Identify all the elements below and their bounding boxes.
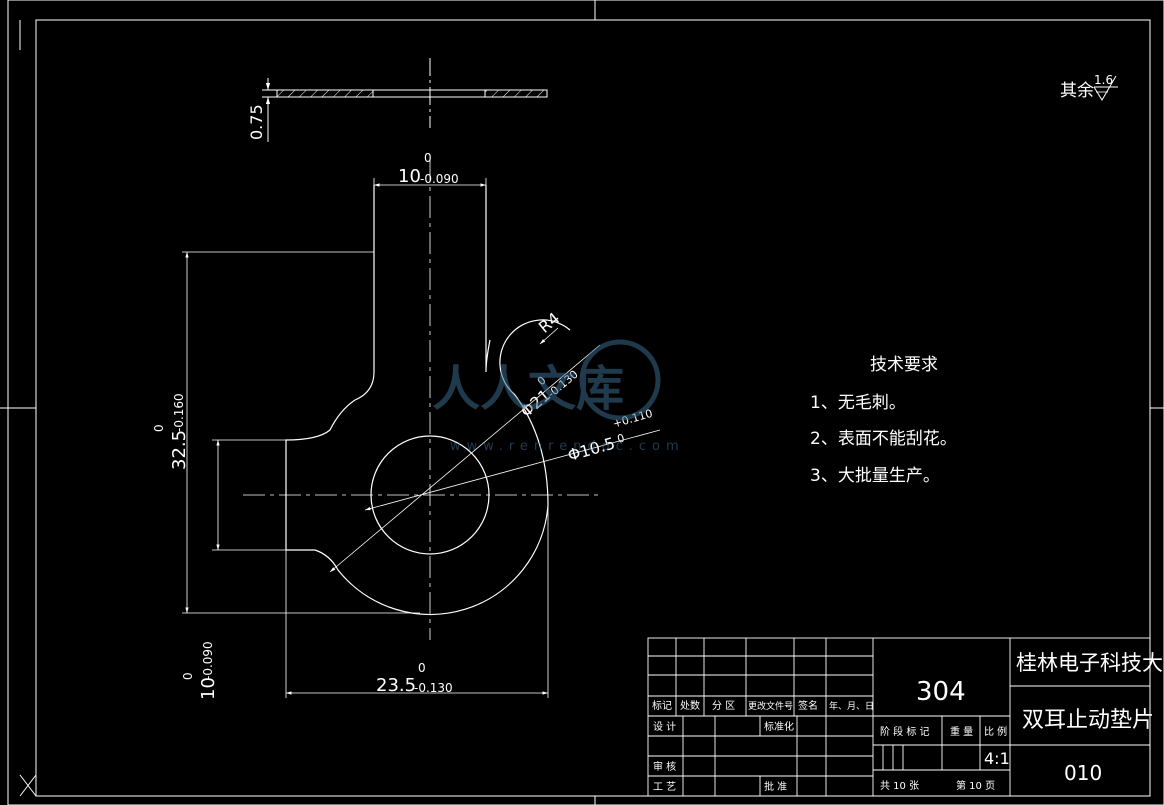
title-block (647, 637, 1151, 797)
dim-bottom-width (285, 505, 549, 698)
label-review: 审 核 (653, 760, 676, 773)
dim-top-width-value: 10 (398, 166, 421, 187)
dim-left-width-lower: -0.090 (201, 641, 215, 680)
dim-height (182, 251, 420, 614)
sheet-number: 第 10 页 (956, 779, 995, 792)
watermark: 人人文库 www.renrendoc.com (432, 339, 685, 454)
side-view (262, 58, 548, 142)
title-block-text: 标记 处数 分 区 更改文件号 签名 年、月、日 设 计 标准化 审 核 工 艺… (652, 651, 1164, 793)
tech-item-2: 2、表面不能刮花。 (810, 429, 957, 449)
label-approve: 批 准 (764, 780, 787, 793)
tech-item-3: 3、大批量生产。 (810, 466, 940, 486)
dim-height-value: 32.5 (169, 430, 190, 470)
stage-header-scale: 比 例 (984, 725, 1007, 738)
drawing-number: 010 (1064, 761, 1102, 785)
center-lines (243, 160, 600, 640)
dim-bottom-width-upper: 0 (418, 661, 426, 675)
rev-header-doc: 更改文件号 (748, 700, 793, 712)
stage-header-mark: 阶 段 标 记 (880, 725, 930, 738)
school-name: 桂林电子科技大学 (1016, 651, 1164, 675)
label-design: 设 计 (653, 720, 676, 733)
tech-title: 技术要求 (870, 355, 938, 375)
surface-finish-label: 其余 (1060, 81, 1094, 101)
dim-bottom-width-value: 23.5 (376, 675, 416, 696)
rev-header-date: 年、月、日 (829, 700, 874, 712)
watermark-logo-text: 人人文库 (432, 361, 624, 417)
tech-item-1: 1、无毛刺。 (810, 393, 906, 413)
surface-finish: 其余 1.6 (1060, 73, 1118, 101)
part-name: 双耳止动垫片 (1022, 708, 1154, 733)
rev-header-mark: 标记 (652, 700, 672, 712)
dim-diameters (329, 327, 661, 573)
label-process: 工 艺 (653, 781, 676, 793)
dim-inner-dia-lower: 0 (616, 431, 626, 445)
dim-height-upper: 0 (152, 424, 166, 432)
dim-top-width (373, 178, 487, 187)
dim-top-width-upper: 0 (424, 151, 432, 165)
surface-finish-value: 1.6 (1094, 73, 1113, 87)
dim-left-width (212, 439, 286, 551)
dim-height-lower: -0.160 (172, 393, 186, 432)
rev-header-sign: 签名 (798, 699, 818, 712)
dim-bottom-width-lower: -0.130 (414, 681, 453, 695)
thickness-dim: 0.75 (247, 104, 266, 140)
tech-requirements: 技术要求 1、无毛刺。 2、表面不能刮花。 3、大批量生产。 (810, 355, 957, 486)
scale-value: 4:1 (984, 749, 1010, 768)
sheets-total: 共 10 张 (880, 780, 919, 792)
dim-left-width-value: 10 (198, 677, 219, 700)
label-standardize: 标准化 (764, 720, 794, 733)
rev-header-count: 处数 (680, 699, 700, 712)
rev-header-zone: 分 区 (712, 700, 735, 712)
material: 304 (916, 677, 966, 707)
dim-radius: R4 (535, 309, 564, 337)
dim-top-width-lower: -0.090 (420, 172, 459, 186)
watermark-url: www.renrendoc.com (450, 439, 685, 454)
dim-left-width-upper: 0 (181, 672, 195, 680)
stage-header-weight: 重 量 (950, 725, 973, 738)
